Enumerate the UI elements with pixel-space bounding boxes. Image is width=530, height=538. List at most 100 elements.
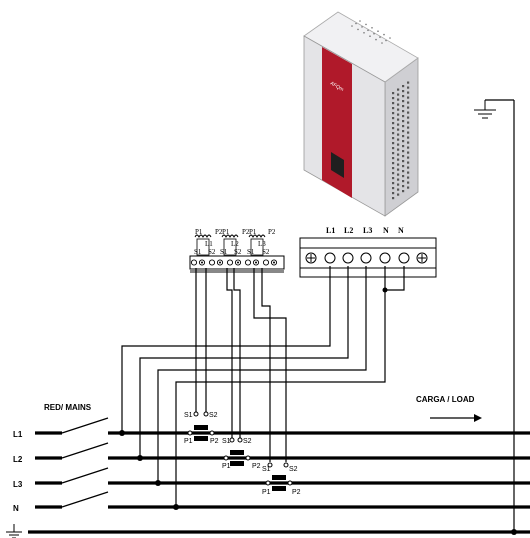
wiring (121, 266, 405, 507)
device-cabinet: AFQm (303, 11, 419, 217)
top-hole (369, 35, 371, 37)
grille-hole (407, 166, 410, 169)
grille-hole (392, 127, 395, 130)
top-hole (351, 25, 353, 27)
mains-switches (35, 417, 109, 509)
grille-hole (402, 115, 405, 118)
grille-hole (397, 168, 400, 171)
grille-hole (392, 92, 395, 95)
top-hole (389, 37, 391, 39)
ct-label-p1-2: P1 (222, 228, 230, 236)
terminal-label-n1: N (383, 226, 389, 235)
top-perforation (351, 20, 391, 44)
grille-hole (392, 102, 395, 105)
grille-hole (397, 108, 400, 111)
ct-block-screw-core (219, 261, 221, 264)
grille-hole (402, 145, 405, 148)
grille-hole (407, 186, 410, 189)
grille-hole (402, 190, 405, 193)
grille-hole (392, 117, 395, 120)
coil-symbol (221, 234, 239, 239)
grille-hole (397, 93, 400, 96)
grille-hole (392, 157, 395, 160)
grille-hole (397, 148, 400, 151)
grille-hole (407, 116, 410, 119)
grille-hole (397, 88, 400, 91)
ct-label-s2-2: S2 (234, 248, 242, 256)
grille-hole (407, 101, 410, 104)
grille-hole (397, 163, 400, 166)
grille-hole (392, 187, 395, 190)
grille-hole (397, 173, 400, 176)
line-block-terminal (342, 252, 354, 264)
top-hole (383, 33, 385, 36)
grille-hole (397, 123, 400, 126)
line-block-terminal (379, 252, 391, 264)
grille-hole (397, 158, 400, 161)
grille-hole (397, 138, 400, 141)
ct1-s2: S2 (209, 412, 218, 419)
coil-box (250, 238, 264, 256)
grille-hole (407, 141, 410, 144)
grille-hole (392, 192, 395, 195)
grille-hole (402, 160, 405, 163)
top-hole (365, 23, 367, 26)
ct-label-p2-1: P2 (215, 228, 223, 236)
top-hole (367, 29, 369, 32)
line-block-terminal (398, 252, 410, 264)
grille-hole (397, 183, 400, 186)
grille-hole (402, 140, 405, 143)
top-hole (359, 20, 361, 22)
ct1-s1: S1 (184, 412, 193, 419)
grille-hole (407, 91, 410, 94)
terminal-label-l1: L1 (326, 226, 335, 235)
grille-hole (402, 130, 405, 133)
grille-hole (407, 86, 410, 89)
ct-block-screw-core (201, 261, 203, 264)
top-hole (357, 28, 359, 31)
grille-hole (402, 95, 405, 98)
ct-label-l3: L3 (258, 240, 266, 248)
terminal-label-l2: L2 (344, 226, 353, 235)
ct-block-screw-core (237, 261, 239, 264)
grille-hole (407, 181, 410, 184)
grille-hole (402, 185, 405, 188)
line-label-l2: L2 (13, 455, 23, 464)
ct-block-screw (208, 259, 216, 266)
grille-hole (397, 103, 400, 106)
grille-hole (397, 113, 400, 116)
ct3-s1: S1 (262, 466, 271, 473)
grille-hole (397, 193, 400, 196)
cabinet-side (384, 57, 419, 217)
grille-hole (402, 85, 405, 88)
grille-hole (407, 156, 410, 159)
ct-label-p1-3: P1 (249, 228, 257, 236)
ct2-p2: P2 (252, 463, 261, 470)
grille-hole (407, 81, 410, 84)
ground-symbol-bottom (6, 524, 22, 538)
grille-hole (402, 155, 405, 158)
ct-l2: S1 S2 P1 P2 (222, 437, 261, 470)
ct-l1: S1 S2 P1 P2 (184, 411, 219, 445)
grille-hole (392, 152, 395, 155)
ct-l3: S1 S2 P1 P2 (262, 462, 301, 496)
ct1-p2: P2 (210, 438, 219, 445)
ground-symbol-top (474, 99, 515, 532)
top-hole (363, 32, 365, 34)
ct1-p1: P1 (184, 438, 193, 445)
terminal-label-n2: N (398, 226, 404, 235)
line-block-terminals (305, 252, 428, 264)
ct-label-s2-1: S2 (208, 248, 216, 256)
line-terminal-block: L1 L2 L3 N N (299, 226, 437, 278)
grille-hole (397, 188, 400, 191)
grille-hole (407, 171, 410, 174)
grille-hole (392, 142, 395, 145)
line-block-terminal (324, 252, 336, 264)
grille-hole (397, 128, 400, 131)
grille-hole (392, 177, 395, 180)
grille-hole (392, 112, 395, 115)
grille-hole (402, 120, 405, 123)
grille-hole (397, 118, 400, 121)
ct2-s1: S1 (222, 438, 231, 445)
